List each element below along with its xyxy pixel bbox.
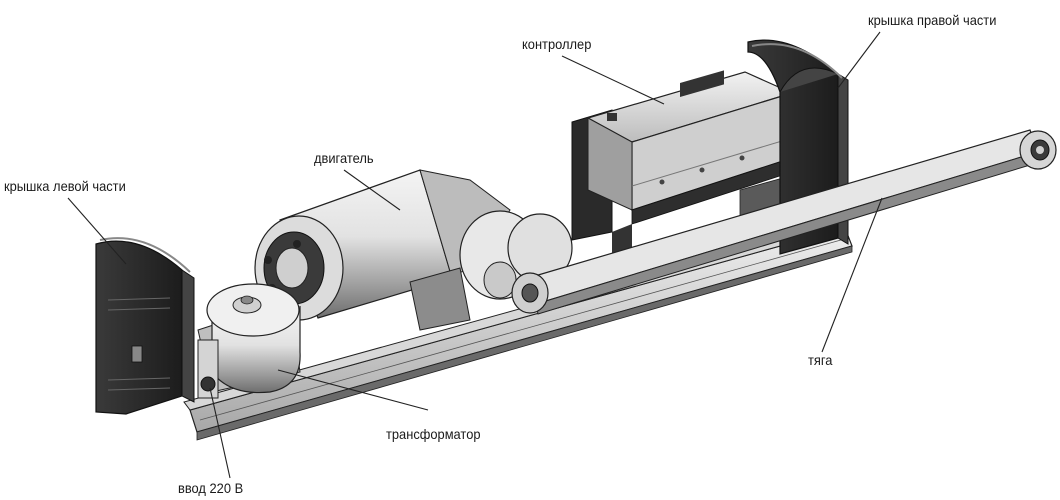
rod <box>511 129 1057 315</box>
leader-controller <box>561 55 665 105</box>
leader-left-cover <box>67 197 127 265</box>
label-right-cover: крышка правой части <box>868 12 997 28</box>
leader-right-cover <box>837 31 881 89</box>
label-power-input: ввод 220 В <box>178 480 244 496</box>
leader-rod <box>821 197 883 353</box>
leader-transformer <box>277 369 429 411</box>
label-motor: двигатель <box>314 150 374 166</box>
transformer <box>197 283 301 399</box>
label-left-cover: крышка левой части <box>4 178 126 194</box>
leader-power-input <box>209 387 231 479</box>
label-controller: контроллер <box>522 36 592 52</box>
leader-lines <box>67 31 883 479</box>
label-transformer: трансформатор <box>386 426 481 442</box>
label-rod: тяга <box>808 352 833 368</box>
left-cover <box>95 237 195 415</box>
leader-motor <box>343 169 401 211</box>
